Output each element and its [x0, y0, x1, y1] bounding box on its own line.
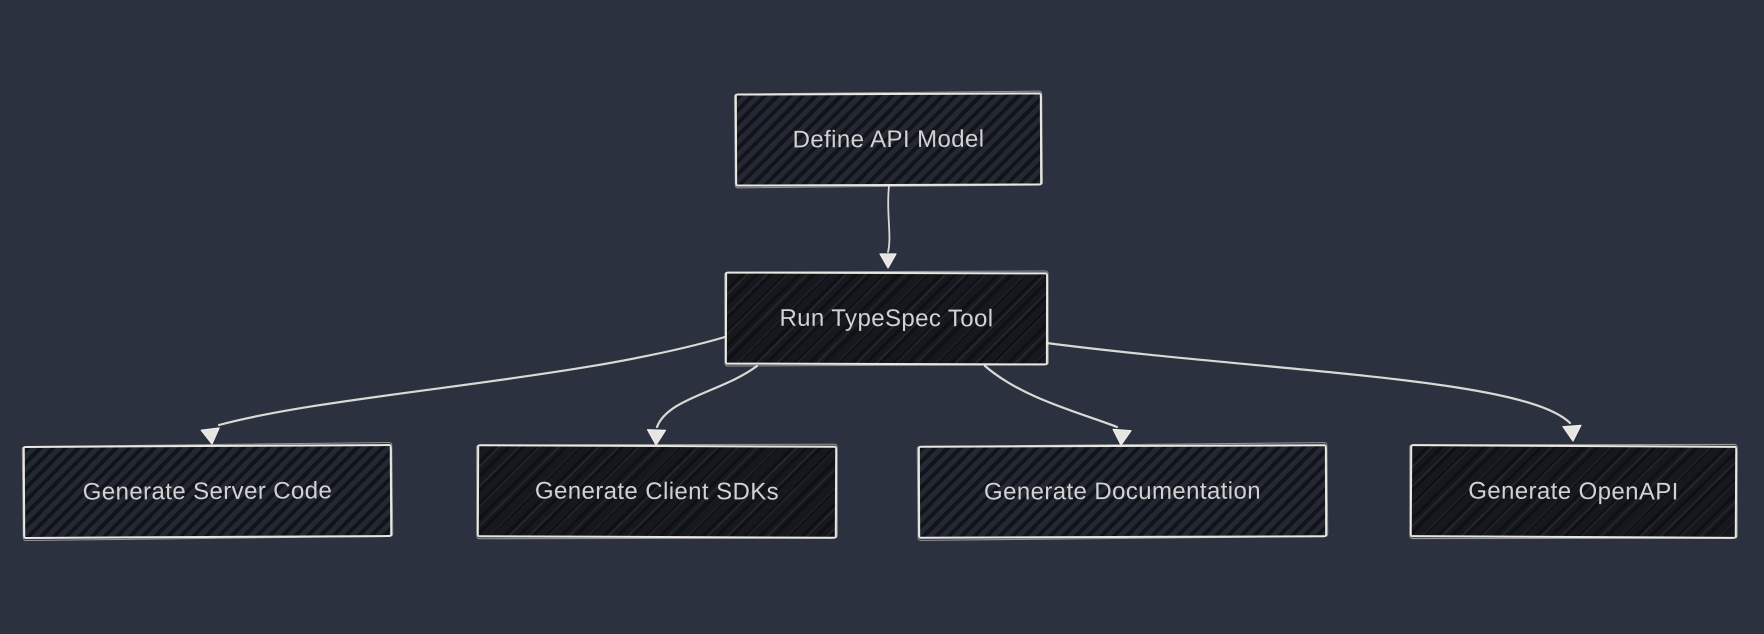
- arrowhead: [1562, 424, 1582, 442]
- arrowhead: [646, 429, 667, 446]
- arrowhead: [879, 253, 897, 269]
- arrowhead: [1112, 428, 1132, 446]
- edge-run-to-server-code: [217, 335, 727, 427]
- arrowhead: [200, 427, 220, 445]
- node-generate-server-code: Generate Server Code: [22, 444, 393, 539]
- node-generate-client-sdks: Generate Client SDKs: [476, 444, 838, 539]
- node-run-typespec-tool: Run TypeSpec Tool: [724, 271, 1049, 366]
- edge-run-to-client-sdks: [655, 364, 759, 429]
- node-label: Generate Client SDKs: [534, 476, 780, 506]
- edge-run-to-documentation: [983, 364, 1119, 429]
- node-label: Generate Documentation: [983, 477, 1262, 505]
- edge-run-to-openapi: [1014, 337, 1572, 425]
- node-label: Run TypeSpec Tool: [779, 304, 994, 332]
- node-generate-openapi: Generate OpenAPI: [1409, 444, 1738, 539]
- node-label: Generate OpenAPI: [1468, 476, 1679, 506]
- node-generate-documentation: Generate Documentation: [917, 444, 1328, 539]
- node-label: Define API Model: [792, 125, 985, 153]
- node-define-api-model: Define API Model: [734, 92, 1043, 187]
- edge-define-to-run: [887, 185, 891, 253]
- node-label: Generate Server Code: [82, 476, 333, 506]
